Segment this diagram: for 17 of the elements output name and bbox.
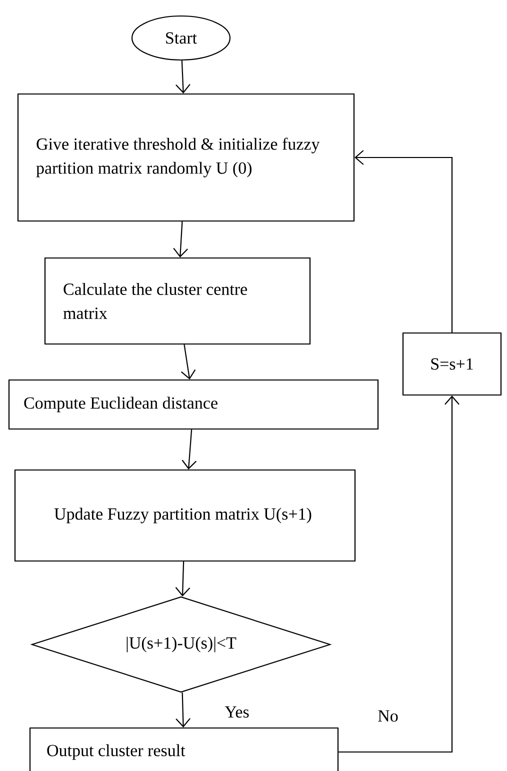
arrow — [175, 562, 190, 596]
start-oval: Start — [131, 15, 231, 61]
arrow — [173, 222, 188, 258]
arrow — [181, 344, 196, 380]
edge-label: Yes — [224, 705, 250, 719]
process-box: Give iterative threshold & initialize fuzzy partition matrix randomly U (0) — [17, 93, 355, 222]
arrow — [354, 150, 453, 332]
arrow — [182, 430, 197, 470]
edge-label: No — [376, 709, 400, 723]
process-box: Compute Euclidean distance — [8, 379, 379, 430]
arrow — [176, 692, 190, 728]
process-box: S=s+1 — [402, 332, 502, 396]
arrow — [338, 396, 460, 753]
output-box: Output cluster result — [29, 727, 339, 771]
process-box: Calculate the cluster centre matrix — [44, 257, 311, 345]
arrow — [176, 60, 190, 94]
process-box: Update Fuzzy partition matrix U(s+1) — [14, 469, 356, 562]
